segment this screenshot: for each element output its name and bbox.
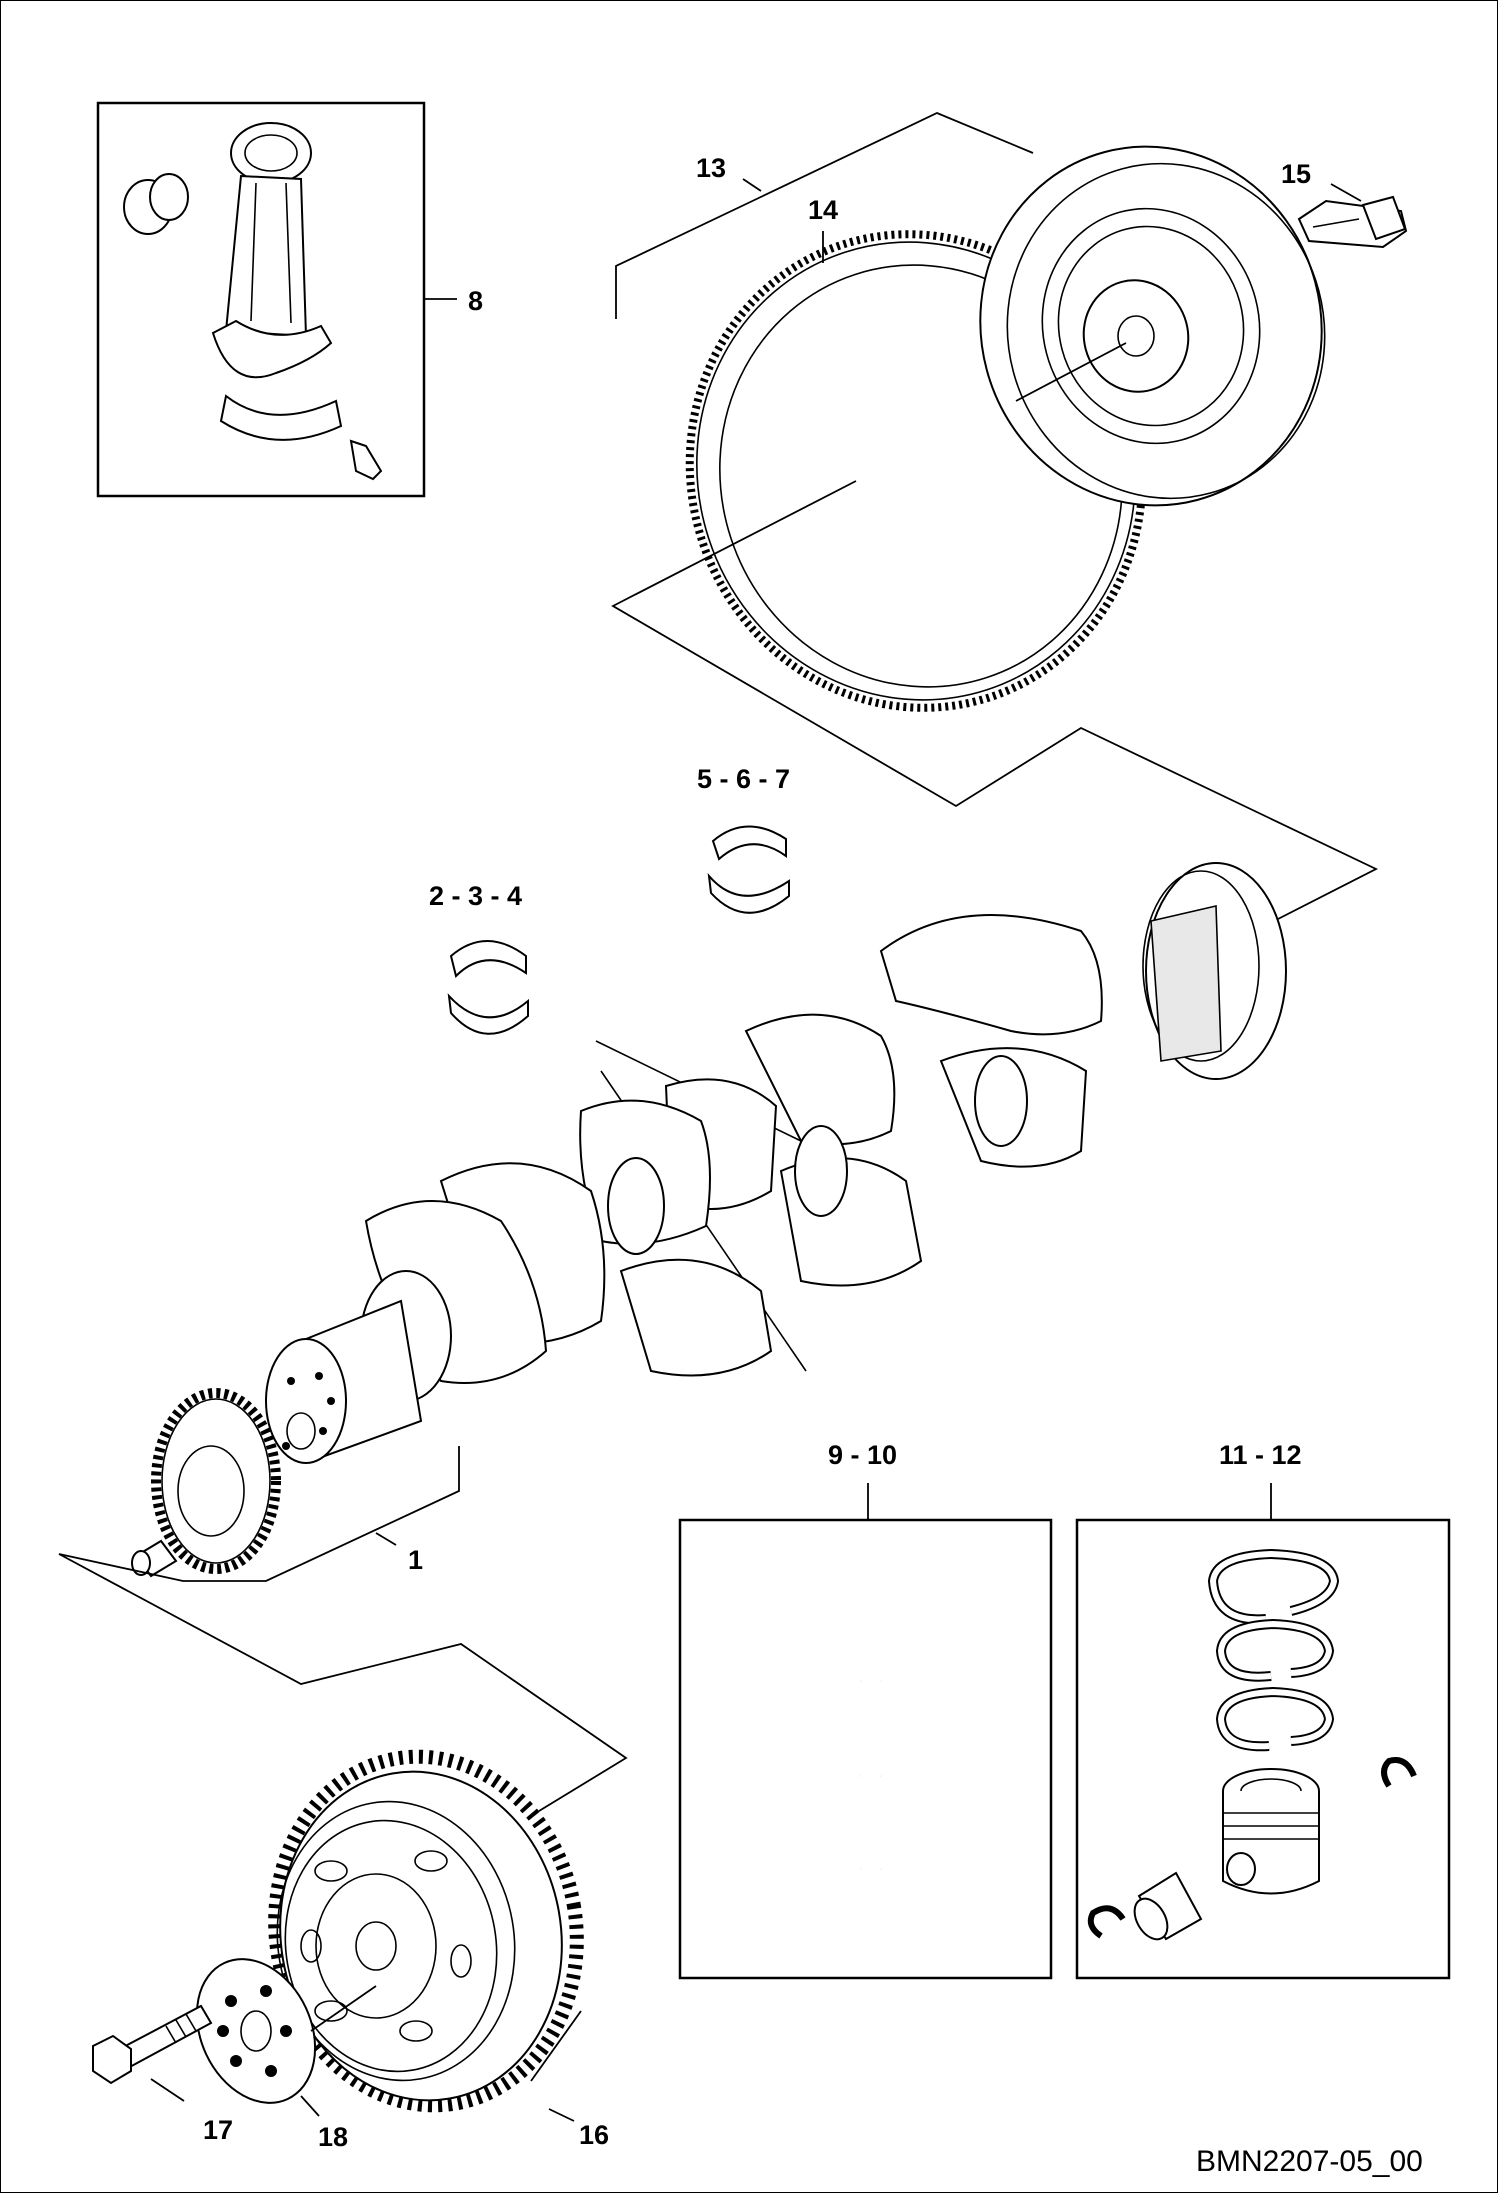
figure-reference: BMN2207-05_00: [1196, 2145, 1423, 2178]
crankshaft-key: [131, 1539, 178, 1578]
callout-5-6-7: 5 - 6 - 7: [697, 764, 790, 794]
callout-9-10: 9 - 10: [828, 1440, 897, 1470]
piston: [1222, 1768, 1320, 1895]
timing-gear: [151, 1388, 281, 1574]
piston-pin: [1133, 1871, 1203, 1941]
callout-15: 15: [1281, 159, 1311, 189]
callout-16: 16: [579, 2120, 609, 2150]
piston-rings-set-a: [792, 1613, 950, 1875]
snap-rings: [1087, 1757, 1417, 1939]
bracket-1: [58, 1446, 628, 1812]
damper-bolt: [92, 2004, 213, 2085]
rod-shank: [224, 174, 308, 338]
callout-18: 18: [318, 2122, 348, 2152]
callout-2-3-4: 2 - 3 - 4: [429, 881, 522, 911]
callout-14: 14: [808, 195, 838, 225]
callout-11-12: 11 - 12: [1219, 1440, 1302, 1470]
piston-rings-set-b: [1207, 1548, 1340, 1752]
rod-bolt: [349, 439, 383, 481]
callout-13: 13: [696, 153, 726, 183]
piston-box: [1075, 1518, 1451, 1980]
damper-pulley: [268, 1749, 584, 2113]
rod-cap: [219, 394, 343, 441]
washer-plate: [195, 1958, 317, 2104]
flywheel: [979, 145, 1326, 507]
bracket-13: [615, 112, 1034, 319]
connecting-rod-group: [96, 101, 457, 498]
piston-rings-box: [678, 1518, 1053, 1980]
crankshaft: [265, 862, 1287, 1464]
main-bearing-shells: [707, 825, 790, 914]
flywheel-bolt: [1297, 195, 1408, 249]
callout-17: 17: [203, 2115, 233, 2145]
rod-bearing-shells: [447, 940, 529, 1035]
rod-big-end: [211, 319, 333, 379]
callout-8: 8: [468, 286, 483, 316]
callout-1: 1: [408, 1545, 423, 1575]
rod-small-end: [230, 122, 312, 184]
bracket-flywheel-crank: [611, 480, 1379, 920]
